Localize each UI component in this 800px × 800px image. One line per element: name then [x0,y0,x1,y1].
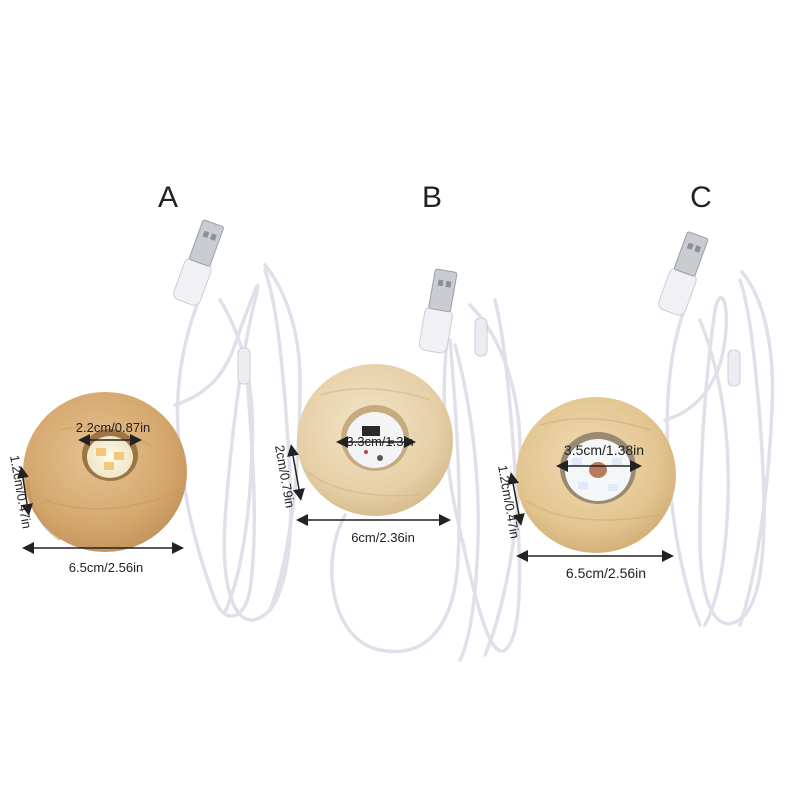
usb-plug-b [418,268,458,354]
height-dimension-b: 2cm/0.79in [272,444,298,509]
product-b [287,268,522,662]
usb-plug-c [658,231,709,316]
product-letter-a: A [158,181,178,214]
cable-a [173,263,302,622]
product-letter-b: B [422,181,442,214]
product-letter-c: C [690,181,712,214]
switch-c [727,349,741,387]
cable-c [663,270,775,627]
height-arrow-b [287,444,305,501]
hole-dimension-c: 3.5cm/1.38in [564,442,644,458]
wood-base-c [516,397,676,553]
width-dimension-c: 6.5cm/2.56in [566,565,646,581]
usb-plug-a [173,219,224,306]
product-c [507,231,775,627]
width-dimension-a: 6.5cm/2.56in [69,560,143,575]
switch-a [237,347,251,385]
height-arrow-a [17,466,33,516]
hole-dimension-a: 2.2cm/0.87in [76,420,150,435]
wood-base-a [23,392,187,552]
switch-b [474,317,488,357]
hole-dimension-b: 3.3cm/1.3in [346,434,413,449]
width-dimension-b: 6cm/2.36in [351,530,415,545]
product-a [17,219,302,622]
height-arrow-c [507,472,525,526]
